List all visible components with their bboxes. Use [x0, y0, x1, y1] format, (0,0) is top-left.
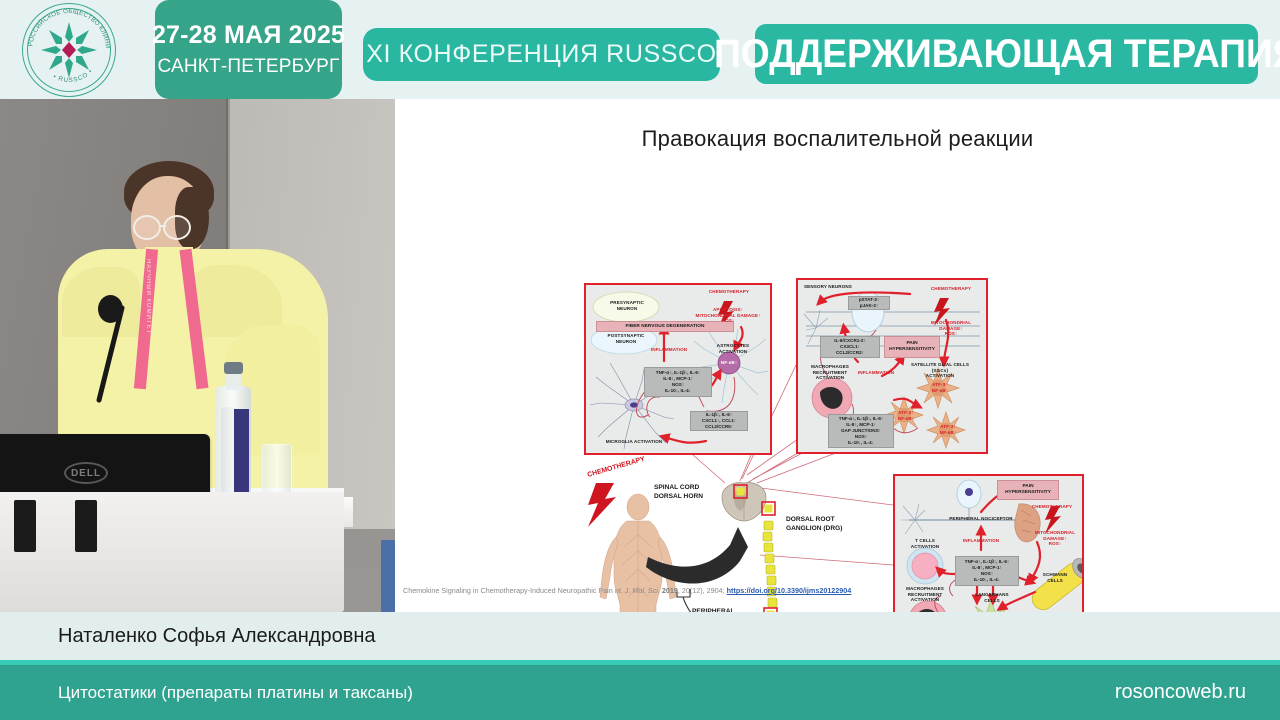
p2-inflammation-label: INFLAMMATION	[857, 370, 895, 375]
russco-seal-logo: РОССИЙСКОЕ ОБЩЕСТВО КЛИНИЧЕСКОЙ ОНКОЛОГИ…	[19, 0, 116, 97]
p2-sgc-label: SATELLITE GLIAL CELLS (SGCs) ACTIVATION	[910, 362, 970, 379]
glasses-bridge	[160, 225, 166, 227]
conference-date-badge: 27-28 МАЯ 2025 САНКТ-ПЕТЕРБУРГ	[151, 0, 346, 99]
p1-astrocytes-label: ASTROCYTES ACTIVATION	[716, 343, 750, 354]
microphone-head-icon	[98, 295, 123, 323]
p1-presynaptic-label: PRESYNAPTIC NEURON	[610, 300, 644, 311]
p1-fiber-degeneration-box: FIBER NERVOUS DEGENERATION	[596, 321, 734, 332]
p1-microglia-label: MICROGLIA ACTIVATION	[605, 439, 663, 444]
conference-topic-badge: ПОДДЕРЖИВАЮЩАЯ ТЕРАПИЯ	[714, 24, 1280, 84]
p1-apoptosis-label: APOPTOSIS↑ MITOCHONDRIAL DAMAGE↑ ROS↑	[695, 307, 761, 324]
panel-peripheral: PAIN HYPERSENSITIVITY PERIPHERAL NOCICEP…	[893, 474, 1084, 612]
conference-topic-text: ПОДДЕРЖИВАЮЩАЯ ТЕРАПИЯ	[713, 31, 1280, 76]
p3-nociceptor-label: PERIPHERAL NOCICEPTOR	[949, 516, 1013, 521]
dell-logo: DELL	[64, 462, 108, 484]
glasses-right-lens	[163, 215, 191, 240]
svg-text:PERIPHERAL: PERIPHERAL	[692, 608, 735, 612]
slide-title: Правокация воспалительной реакции	[641, 126, 1034, 151]
p3-inflammation-label: INFLAMMATION	[962, 538, 1000, 543]
conference-city: САНКТ-ПЕТЕРБУРГ	[157, 56, 340, 77]
podium-strap-right	[75, 500, 97, 552]
website-url[interactable]: rosoncoweb.ru	[1114, 681, 1246, 703]
citation-volume: , 20(12), 2904;	[677, 586, 727, 595]
p1-inflammation-label: INFLAMMATION	[650, 347, 688, 352]
citation-doi-link[interactable]: https://doi.org/10.3390/ijms20122904	[726, 586, 852, 595]
conference-name-text: XI КОНФЕРЕНЦИЯ RUSSCO	[366, 40, 717, 68]
p3-mito-label: MITOCHONDRIAL DAMAGE↑ ROS↑	[1034, 530, 1076, 547]
svg-text:DORSAL HORN: DORSAL HORN	[654, 493, 703, 500]
seal-star-icon	[41, 22, 97, 78]
figure-citation[interactable]: Chemokine Signaling in Chemotherapy-Indu…	[403, 586, 1273, 595]
seal-ring-text: РОССИЙСКОЕ ОБЩЕСТВО КЛИНИЧЕСКОЙ ОНКОЛОГИ…	[19, 0, 110, 84]
p2-cytokines-box: TNF-α↑, IL-1β↑, IL-6↑ IL-8↑, MCP-1↑ GAP …	[828, 414, 894, 448]
talk-title-bar: Цитостатики (препараты платины и таксаны…	[0, 665, 1280, 720]
speaker-name-bar: Наталенко Софья Александровна	[0, 612, 1280, 660]
p1-postsynaptic-label: POSTSYNAPTIC NEURON	[607, 333, 645, 344]
p3-chemotherapy-label: CHEMOTHERAPY	[1031, 504, 1073, 509]
svg-text:SPINAL CORD: SPINAL CORD	[654, 484, 700, 491]
conference-header-banner: РОССИЙСКОЕ ОБЩЕСТВО КЛИНИЧЕСКОЙ ОНКОЛОГИ…	[0, 0, 1280, 99]
p3-langerhans-label: LANGERHANS CELLS	[975, 592, 1009, 603]
speaker-video-feed[interactable]: НАУЧНЫЙ КОМИТЕТ DELL	[0, 99, 395, 612]
p2-mito-label: MITOCHONDRIAL DAMAGE↑ ROS↑	[930, 320, 972, 337]
p3-schwann-label: SCHWANN CELLS	[1042, 572, 1068, 583]
panel-spinal-cord: PRESYNAPTIC NEURON FIBER NERVOUS DEGENER…	[584, 283, 772, 455]
citation-journal: nt. J. Mol. Sci.	[614, 586, 660, 595]
p1-chemokines-box: IL-1β↑, IL-6↑ CXCL1↑, CCL1↑ CCL2/CCR5↑	[690, 411, 748, 431]
p1-nfkb-label: NF-κB↑	[720, 360, 738, 365]
svg-text:GANGLION (DRG): GANGLION (DRG)	[786, 525, 842, 532]
podium	[0, 492, 344, 612]
lanyard-label: НАУЧНЫЙ КОМИТЕТ	[145, 259, 151, 335]
seal-inner-ring	[27, 8, 111, 92]
p2-pain-box: PAIN HYPERSENSITIVITY	[884, 336, 940, 358]
slide-content[interactable]: Правокация воспалительной реакции	[395, 99, 1280, 612]
p1-cytokines-box: TNF-α↑, IL-1β↑, IL-6↑ IL-8↑, MCP-1↑ NOS↑…	[644, 367, 712, 397]
talk-title: Цитостатики (препараты платины и таксаны…	[58, 682, 413, 702]
seal-outer-ring	[22, 3, 116, 97]
water-bottle-cap	[224, 362, 243, 374]
p2-atf-label-1: ATF-3↑ NF-κB↑	[931, 382, 949, 393]
glasses-left-lens	[133, 215, 161, 240]
p1-chemotherapy-label: CHEMOTHERAPY	[708, 289, 750, 294]
blue-chair	[381, 540, 395, 612]
speaker-name: Наталенко Софья Александровна	[58, 624, 376, 647]
p2-chemotherapy-label: CHEMOTHERAPY	[930, 286, 972, 291]
p2-atf-label-3: ATF-3↑ NF-κB↑	[939, 424, 957, 435]
presentation-stage: НАУЧНЫЙ КОМИТЕТ DELL Пра	[0, 99, 1280, 612]
water-bottle-label	[234, 409, 249, 494]
water-bottle-neck	[226, 370, 241, 390]
divider-stripe	[0, 660, 1280, 665]
svg-text:DORSAL ROOT: DORSAL ROOT	[786, 516, 835, 523]
p2-receptors-box: IL-8/CXCR1-2↑ CX3CL1↑ CCL2/CCR2↑	[820, 336, 880, 358]
podium-strap-left	[14, 500, 36, 552]
p3-cytokines-box: TNF-α↑, IL-1β↑, IL-6↑ IL-8↑, MCP-1↑ NOS↑…	[955, 556, 1019, 586]
neuropathic-pain-figure: PRESYNAPTIC NEURON FIBER NERVOUS DEGENER…	[395, 165, 1280, 612]
p2-sensory-neurons-label: SENSORY NEURONS	[804, 284, 852, 289]
p2-macrophages-label: MACROPHAGES RECRUITMENT ACTIVATION	[811, 364, 849, 381]
conference-dates: 27-28 МАЯ 2025	[151, 21, 346, 49]
citation-year: 2019	[661, 586, 678, 595]
p2-stat-box: pSTAT-3↑ pJAK-2↑	[848, 296, 890, 310]
panel-drg: SENSORY NEURONS pSTAT-3↑ pJAK-2↑ IL-8/CX…	[796, 278, 988, 454]
conference-name-badge: XI КОНФЕРЕНЦИЯ RUSSCO	[363, 28, 720, 81]
p3-tcells-label: T CELLS ACTIVATION	[910, 538, 940, 549]
p3-pain-box: PAIN HYPERSENSITIVITY	[997, 480, 1059, 500]
citation-title: Chemokine Signaling in Chemotherapy-Indu…	[403, 586, 613, 595]
p2-atf-label-2: ATF-3↑ NF-κB↑	[897, 410, 915, 421]
p3-macrophages-label: MACROPHAGES RECRUITMENT ACTIVATION	[906, 586, 944, 603]
